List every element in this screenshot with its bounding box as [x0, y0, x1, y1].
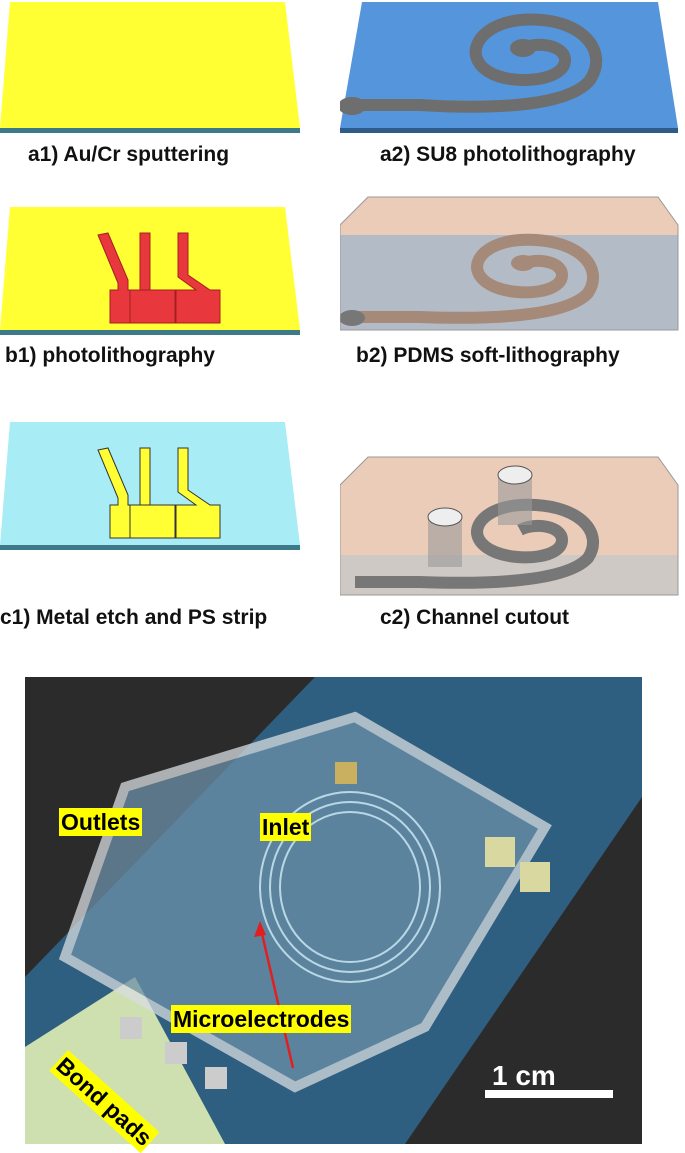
- caption-b1: b1) photolithography: [5, 344, 215, 367]
- caption-a2: a2) SU8 photolithography: [380, 143, 636, 166]
- caption-c2: c2) Channel cutout: [380, 606, 570, 629]
- microelectrodes-label: Microelectrodes: [171, 1005, 352, 1033]
- scale-bar-label: 1 cm: [492, 1060, 556, 1091]
- outlets-label: Outlets: [59, 808, 143, 836]
- au-cr-sputtering-illustration: [0, 2, 300, 133]
- caption-c1: c1) Metal etch and PS strip: [0, 606, 268, 629]
- metal-etch-ps-strip-illustration: [0, 422, 300, 550]
- channel-cutout-illustration: [340, 456, 679, 596]
- pdms-soft-lithography-illustration: [340, 196, 679, 331]
- inlet-label: Inlet: [260, 813, 312, 841]
- caption-b2: b2) PDMS soft-lithography: [356, 344, 620, 367]
- caption-a1: a1) Au/Cr sputtering: [28, 143, 230, 166]
- photolithography-illustration: [0, 207, 300, 335]
- su8-photolithography-illustration: [340, 2, 678, 133]
